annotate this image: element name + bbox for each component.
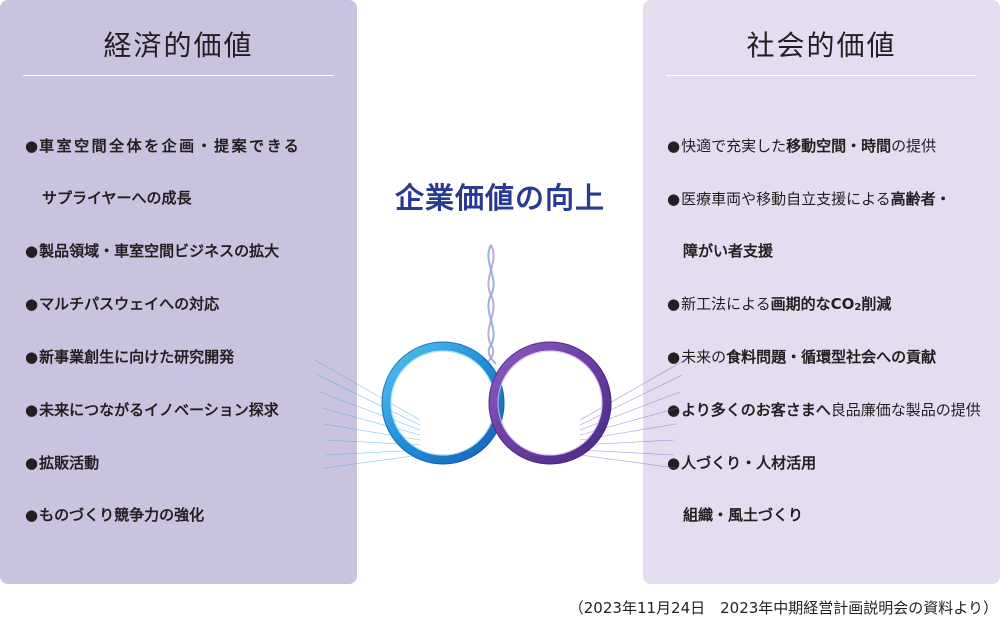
title-divider bbox=[23, 75, 334, 76]
left-light-rays bbox=[314, 359, 421, 469]
social-value-panel: 社会的価値 bbox=[643, 0, 1000, 584]
economic-item: ●ものづくり競争力の強化 bbox=[25, 506, 205, 524]
social-item: 組織・風土づくり bbox=[683, 506, 804, 524]
blue-ring bbox=[381, 341, 505, 465]
title-divider bbox=[666, 75, 977, 76]
center-title: 企業価値の向上 bbox=[394, 181, 605, 215]
helix-icon bbox=[485, 244, 497, 365]
social-item: ●未来の食料問題・循環型社会への貢献 bbox=[667, 348, 937, 366]
purple-ring bbox=[488, 341, 612, 465]
economic-value-title: 経済的価値 bbox=[103, 29, 254, 62]
economic-item: ●マルチパスウェイへの対応 bbox=[25, 295, 220, 313]
economic-value-panel: 経済的価値 bbox=[0, 0, 357, 584]
economic-item: ●拡販活動 bbox=[25, 454, 100, 472]
source-note: （2023年11月24日 2023年中期経営計画説明会の資料より） bbox=[568, 599, 998, 617]
economic-item: サプライヤーへの成長 bbox=[42, 189, 192, 207]
economic-item: ●新事業創生に向けた研究開発 bbox=[25, 348, 235, 366]
economic-item: ●未来につながるイノベーション探求 bbox=[25, 401, 279, 419]
social-value-title: 社会的価値 bbox=[746, 29, 897, 62]
social-item: ●快適で充実した移動空間・時間の提供 bbox=[667, 137, 937, 155]
social-item: ●より多くのお客さまへ良品廉価な製品の提供 bbox=[667, 401, 981, 419]
social-item: ●新工法による画期的なCO2削減 bbox=[667, 295, 892, 313]
social-item: ●医療車両や移動自立支援による高齢者・ bbox=[667, 190, 951, 208]
social-item: 障がい者支援 bbox=[683, 242, 774, 260]
economic-item: ●車室空間全体を企画・提案できる bbox=[25, 137, 302, 155]
economic-item: ●製品領域・車室空間ビジネスの拡大 bbox=[25, 242, 280, 260]
